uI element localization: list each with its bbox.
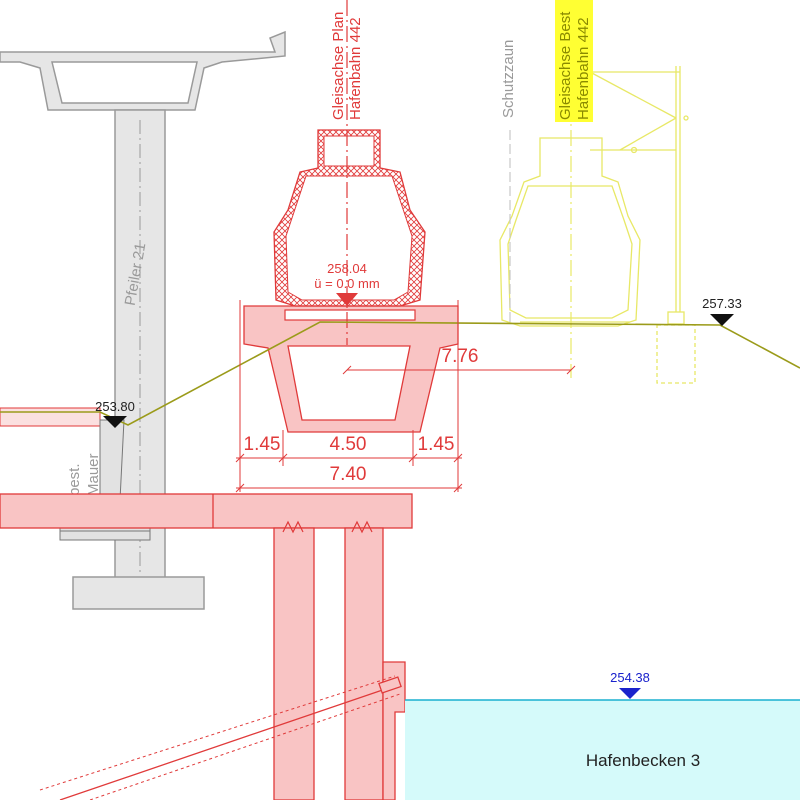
svg-text:253.80: 253.80 bbox=[95, 399, 135, 414]
pile-break-marks bbox=[282, 520, 373, 534]
quay-wall bbox=[382, 661, 406, 800]
level-marker-rail-top: 258.04 ü = 0.0 mm bbox=[314, 261, 380, 306]
level-marker-ground-right: 257.33 bbox=[702, 296, 742, 326]
bridge-deck-void bbox=[51, 61, 198, 104]
cap-beam bbox=[0, 493, 413, 529]
svg-text:ü = 0.0 mm: ü = 0.0 mm bbox=[314, 276, 379, 291]
level-marker-water: 254.38 bbox=[610, 670, 650, 699]
dim-offset: 7.76 bbox=[442, 346, 479, 367]
svg-text:Hafenbahn 442: Hafenbahn 442 bbox=[575, 17, 592, 120]
level-marker-ground-left: 253.80 bbox=[95, 399, 135, 428]
basin-label: Hafenbecken 3 bbox=[586, 751, 700, 770]
ground-line bbox=[0, 321, 800, 426]
harbour-basin bbox=[405, 700, 800, 800]
existing-clearance-profile bbox=[499, 66, 696, 384]
svg-text:Gleisachse Best: Gleisachse Best bbox=[557, 11, 574, 120]
dim-left-wing: 1.45 bbox=[244, 434, 281, 455]
svg-text:Hafenbahn 442: Hafenbahn 442 bbox=[347, 17, 364, 120]
pile-right bbox=[344, 527, 384, 800]
dim-right-wing: 1.45 bbox=[418, 434, 455, 455]
pile-left bbox=[273, 527, 315, 800]
svg-text:257.33: 257.33 bbox=[702, 296, 742, 311]
wall-label-2: Mauer bbox=[85, 453, 102, 496]
dim-total: 7.40 bbox=[330, 464, 367, 485]
wall-label-1: best. bbox=[66, 463, 83, 496]
svg-text:Gleisachse Plan: Gleisachse Plan bbox=[330, 12, 347, 120]
planned-structure bbox=[0, 305, 459, 800]
planned-clearance-profile bbox=[273, 129, 426, 321]
ground-anchor bbox=[39, 675, 402, 800]
fence-label: Schutzzaun bbox=[500, 40, 517, 118]
dim-middle: 4.50 bbox=[330, 434, 367, 455]
planned-axis-label: Gleisachse Plan Hafenbahn 442 bbox=[330, 12, 364, 120]
existing-axis-label: Gleisachse Best Hafenbahn 442 bbox=[555, 0, 593, 122]
pillar-footing bbox=[72, 576, 205, 610]
trough-void bbox=[287, 345, 411, 421]
planned-rail bbox=[284, 309, 416, 321]
dimension-lines bbox=[235, 300, 576, 493]
svg-text:258.04: 258.04 bbox=[327, 261, 367, 276]
wall-block bbox=[0, 407, 101, 427]
svg-text:254.38: 254.38 bbox=[610, 670, 650, 685]
